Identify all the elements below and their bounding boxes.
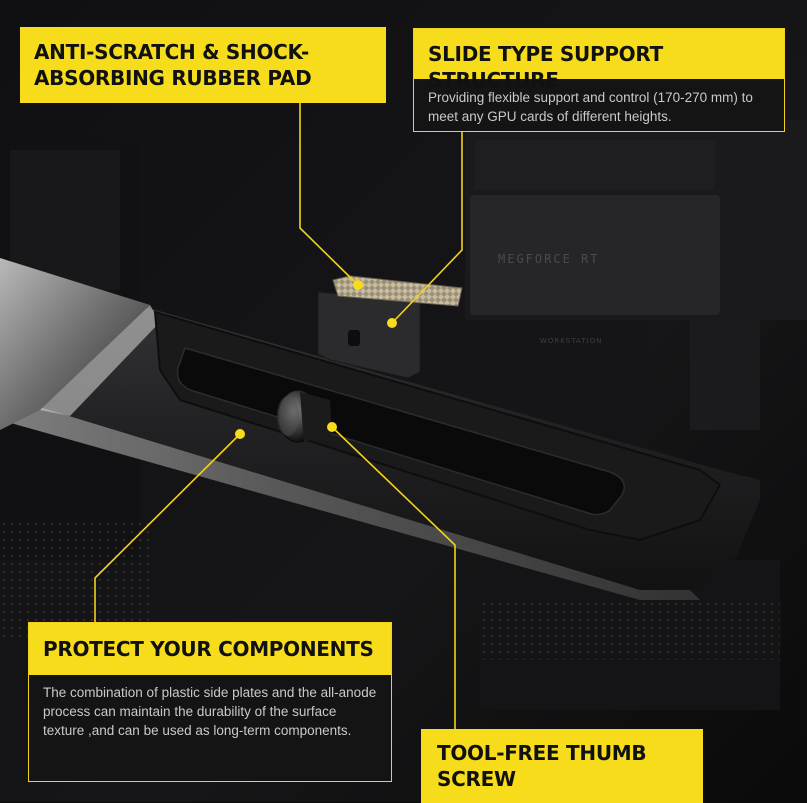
callout-rubber-pad: ANTI-SCRATCH & SHOCK-ABSORBING RUBBER PA… — [20, 27, 386, 103]
support-bar-left-face — [0, 258, 150, 430]
callout-slide-structure-title: SLIDE TYPE SUPPORT STRUCTURE — [414, 29, 784, 92]
callout-protect-body: The combination of plastic side plates a… — [43, 685, 377, 738]
callout-protect-title: PROTECT YOUR COMPONENTS — [29, 623, 391, 675]
slide-slot — [176, 347, 625, 516]
callout-thumb-screw-title: TOOL-FREE THUMB SCREW — [421, 729, 703, 803]
rubber-pad — [332, 275, 463, 307]
leader-lines — [94, 101, 463, 729]
leader-dots — [235, 280, 397, 439]
callout-rubber-pad-title: ANTI-SCRATCH & SHOCK-ABSORBING RUBBER PA… — [20, 27, 386, 103]
callout-protect: PROTECT YOUR COMPONENTS The combination … — [28, 622, 392, 782]
callout-thumb-screw: TOOL-FREE THUMB SCREW — [421, 729, 703, 803]
background-brand-label: MEGFORCE RT — [498, 252, 599, 266]
callout-slide-structure-body: Providing flexible support and control (… — [428, 90, 753, 124]
callout-slide-structure: SLIDE TYPE SUPPORT STRUCTURE Providing f… — [413, 28, 785, 132]
background-sub-label: WORKSTATION — [540, 337, 602, 345]
